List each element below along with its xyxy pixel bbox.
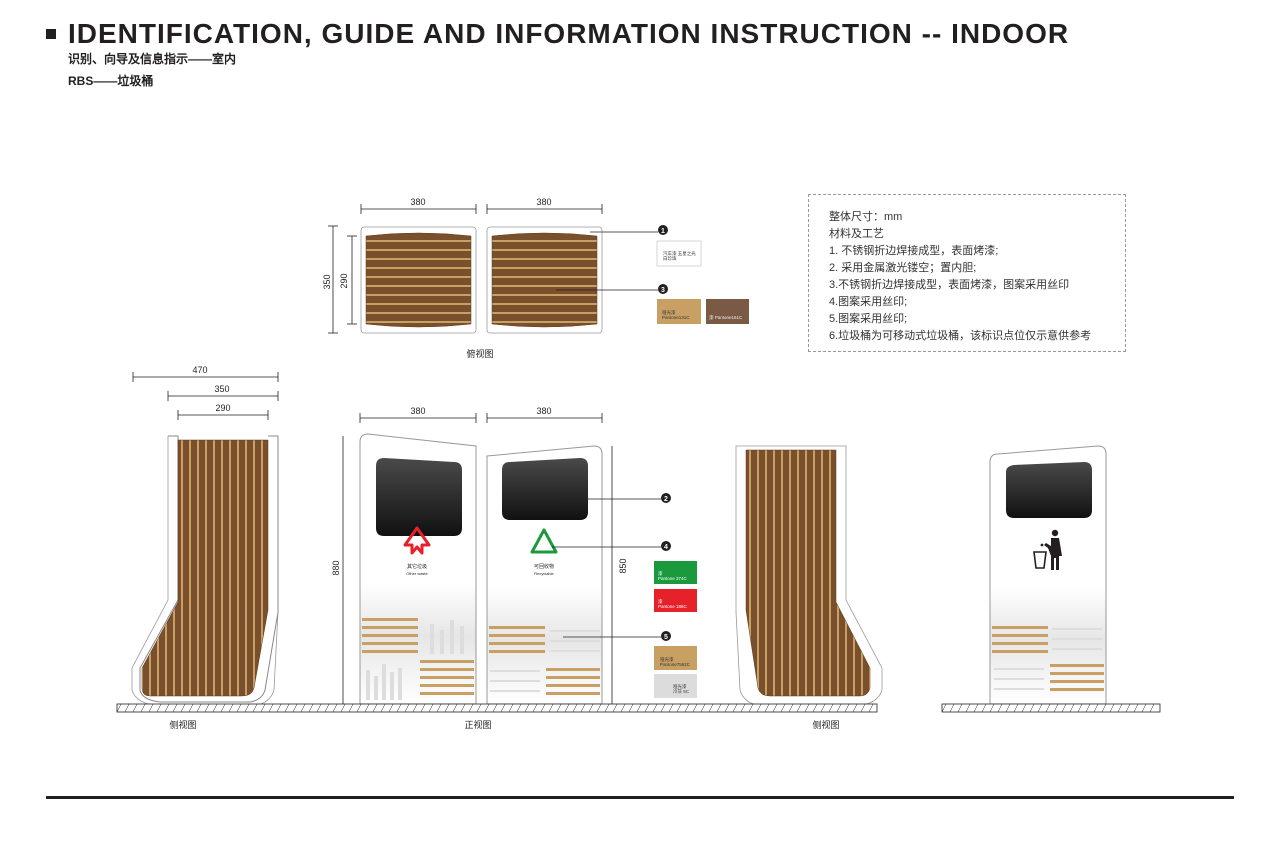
caption-side-right: 侧视图 [812, 719, 839, 730]
swatch-grey-line1: 哑光漆 [673, 683, 687, 690]
note-line: 2. 采用金属激光镂空；置内胆; [829, 262, 977, 274]
swatch-white [656, 240, 702, 267]
dim-front-width-left: 380 [410, 406, 425, 416]
back-view-pattern [992, 626, 1104, 691]
bin-right-label-cn: 可回收物 [534, 563, 554, 570]
swatch-wood-light-line2: Pantone131C [662, 315, 690, 320]
note-line: 1. 不锈钢折边焊接成型，表面烤漆; [829, 245, 999, 257]
callout-5-marker [661, 631, 671, 641]
note-line: 4.图案采用丝印; [829, 296, 908, 308]
callout-3: 3 [661, 287, 665, 294]
bin-left-label-en: Other waste [406, 571, 428, 576]
litter-icon [1033, 529, 1062, 570]
callout-2: 2 [664, 496, 668, 503]
swatch-green-line2: Pantone 374C [658, 576, 688, 581]
side-view-right: 侧视图 [735, 445, 883, 730]
swatch-wood-light [657, 299, 701, 324]
dim-front-height-right: 850 [618, 558, 628, 573]
swatch-wood-dark [706, 299, 749, 324]
swatch-white-line2: 白珍珠 [663, 255, 677, 262]
title-bullet [46, 29, 56, 39]
bottom-rule [46, 796, 1234, 799]
page-title: IDENTIFICATION, GUIDE AND INFORMATION IN… [68, 18, 1070, 49]
note-line: 材料及工艺 [829, 228, 884, 240]
caption-top-view: 俯视图 [466, 348, 493, 359]
dim-front-height-left: 880 [331, 560, 341, 575]
front-bin-left-opening [376, 458, 462, 536]
other-waste-icon [403, 526, 431, 555]
caption-side-left: 侧视图 [169, 719, 196, 730]
dim-side-290: 290 [215, 403, 230, 413]
note-line: 3.不锈钢折边焊接成型，表面烤漆，图案采用丝印 [829, 279, 1070, 291]
swatch-red [654, 589, 697, 612]
dim-side-350: 350 [214, 384, 229, 394]
item-code: RBS——垃圾桶 [68, 74, 154, 88]
dim-top-depth-inner: 290 [339, 273, 349, 288]
top-view: 380 380 350 290 1 3 汽车漆 五星之光 白珍珠 哑光漆 [322, 197, 749, 359]
swatch-red-line1: 漆 [658, 598, 663, 605]
side-view-left: 470 350 290 侧视图 [131, 365, 279, 730]
note-line: 整体尺寸：mm [829, 211, 903, 223]
swatch-gold-line2: Pantone7562C [660, 662, 691, 667]
callout-1-marker [658, 225, 668, 235]
note-line: 6.垃圾桶为可移动式垃圾桶，该标识点位仅示意供参考 [829, 330, 1092, 342]
swatch-white-line1: 汽车漆 五星之光 [663, 250, 696, 257]
swatch-gold-line1: 哑光漆 [660, 656, 674, 663]
callout-4: 4 [664, 544, 668, 551]
front-bin-left-pattern [362, 618, 474, 700]
callout-4-marker [661, 541, 671, 551]
page-subtitle: 识别、向导及信息指示——室内 [68, 52, 237, 66]
bin-left-label-cn: 其它垃圾 [407, 563, 427, 570]
swatch-wood-light-line1: 哑光漆 [662, 309, 676, 316]
swatch-wood-dark-line1: 漆 Pantone161C [709, 314, 743, 321]
dim-top-width-left: 380 [410, 197, 425, 207]
swatch-grey-line2: 冷灰 5C [673, 688, 690, 695]
back-view [989, 445, 1107, 705]
front-bin-right-pattern [489, 626, 600, 695]
swatch-green [654, 561, 697, 584]
spec-notes: 整体尺寸：mm 材料及工艺 1. 不锈钢折边焊接成型，表面烤漆; 2. 采用金属… [808, 194, 1126, 352]
bin-right-label-en: Recyclable [534, 571, 554, 576]
dim-front-width-right: 380 [536, 406, 551, 416]
recycle-icon [530, 528, 558, 554]
swatch-red-line2: Pantone 186C [658, 604, 688, 609]
note-line: 5.图案采用丝印; [829, 313, 908, 325]
front-view: 380 380 880 850 其它垃圾 Other waste [331, 406, 697, 730]
dim-top-depth-outer: 350 [322, 274, 332, 289]
caption-front-view: 正视图 [464, 719, 491, 730]
front-bin-right-opening [502, 458, 588, 520]
callout-5: 5 [664, 634, 668, 641]
callout-3-marker [658, 284, 668, 294]
swatch-gold [654, 646, 697, 670]
dim-top-width-right: 380 [536, 197, 551, 207]
swatch-green-line1: 漆 [658, 570, 663, 577]
swatch-grey [654, 674, 697, 698]
dim-side-470: 470 [192, 365, 207, 375]
callout-2-marker [661, 493, 671, 503]
ground-line [116, 703, 1161, 713]
callout-1: 1 [661, 228, 665, 235]
